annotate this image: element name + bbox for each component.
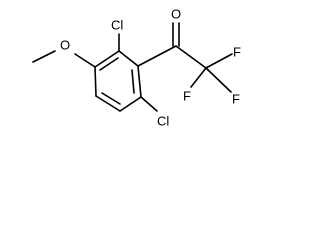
ring-bond-c4-c5 xyxy=(95,95,121,112)
atom-label-cl-bottom: Cl xyxy=(157,114,169,129)
bond-c6-cl xyxy=(140,96,158,112)
ring-bond-c1-c2 xyxy=(118,50,139,67)
bond-cf3-f-left xyxy=(190,67,207,88)
benzene-ring xyxy=(94,50,142,112)
ring-double-bond-c1-c6 xyxy=(131,69,135,94)
atom-label-f-top: F xyxy=(233,45,241,60)
ring-bond-c2-c3 xyxy=(94,50,120,68)
atom-label-o-ether: O xyxy=(60,38,70,53)
bond-c3-o-ether xyxy=(74,53,96,68)
ring-bond-c3-c4 xyxy=(94,66,97,97)
molecule-structure: Cl O O F F F Cl xyxy=(32,7,241,129)
atom-label-f-mid: F xyxy=(232,92,240,107)
bond-o-methyl xyxy=(32,50,56,63)
atom-label-o-carbonyl: O xyxy=(171,7,181,22)
bond-cf3-f-top xyxy=(205,53,233,69)
bond-cf3-f-mid xyxy=(205,67,232,93)
bond-c1-carbonyl xyxy=(137,45,177,67)
ring-bond-c6-c1 xyxy=(137,65,142,98)
ring-double-bond-c2-c3 xyxy=(99,57,119,71)
atom-label-cl-top: Cl xyxy=(111,18,123,33)
bond-carbonyl-cf3 xyxy=(175,45,207,69)
ring-double-bond-c4-c5 xyxy=(101,92,121,105)
ring-bond-c5-c6 xyxy=(119,96,142,112)
atom-label-f-left: F xyxy=(183,89,191,104)
